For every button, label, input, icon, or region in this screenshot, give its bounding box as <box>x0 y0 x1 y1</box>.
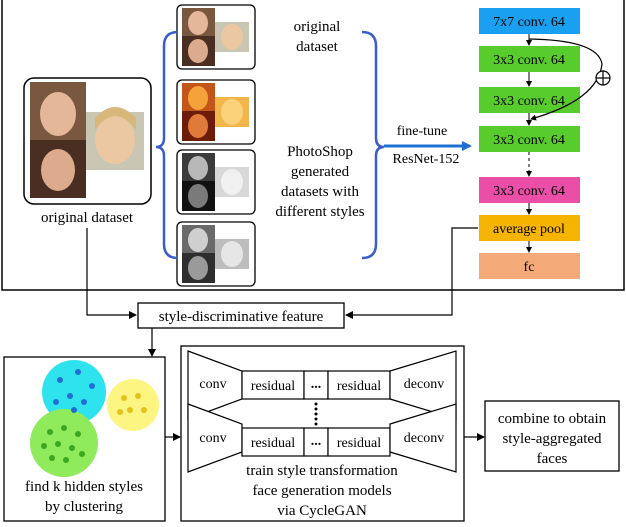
cluster-yellow-points <box>117 393 147 415</box>
conv-label-top: conv <box>199 377 226 392</box>
combine-line3: faces <box>537 451 568 467</box>
gan-row-bottom: conv residual ... residual deconv <box>187 403 457 473</box>
layer-conv7x7-label: 7x7 conv. 64 <box>493 15 565 30</box>
dots-bottom: ... <box>311 434 322 449</box>
residual-label-top-1: residual <box>251 379 295 394</box>
thumbnail-gray-style <box>176 221 256 287</box>
layer-average-pool-label: average pool <box>493 222 565 237</box>
residual-label-top-2: residual <box>337 379 381 394</box>
dots-top: ... <box>311 377 322 392</box>
combine-line2: style-aggregated <box>502 431 602 447</box>
cluster-yellow <box>107 379 159 431</box>
gan-caption-line2: face generation models <box>252 483 391 499</box>
combine-box <box>484 400 620 472</box>
layer-conv3x3-3 <box>479 126 580 152</box>
photoshop-label-line3: datasets with <box>281 184 359 200</box>
residual-label-bottom-2: residual <box>337 436 381 451</box>
decoder-shape-2 <box>389 403 457 473</box>
resnet-stack: 7x7 conv. 64 3x3 conv. 64 3x3 conv. 64 3… <box>479 8 611 279</box>
gan-caption-line3: via CycleGAN <box>277 503 367 519</box>
layer-conv3x3-3-label: 3x3 conv. 64 <box>493 133 565 148</box>
deconv-label-bottom: deconv <box>404 431 444 446</box>
cluster-cyan <box>42 360 106 424</box>
layer-conv3x3-1 <box>479 46 580 72</box>
feature-box <box>137 302 345 329</box>
thumbnail-original <box>176 4 256 70</box>
resnet-label: ResNet-152 <box>393 152 460 167</box>
residual-gap-top <box>303 370 329 400</box>
skip-connection <box>528 38 603 121</box>
conv-label-bottom: conv <box>199 431 226 446</box>
original-dataset-group: original dataset <box>23 77 152 226</box>
layer-average-pool <box>479 215 580 241</box>
layer-fc-label: fc <box>524 260 535 275</box>
residual-block-bottom-1 <box>241 427 305 457</box>
cluster-green-points <box>41 425 85 463</box>
fine-tune-label: fine-tune <box>397 124 448 139</box>
layer-conv3x3-1-label: 3x3 conv. 64 <box>493 53 565 68</box>
deconv-label-top: deconv <box>404 377 444 392</box>
clustering-box: find k hidden styles by clustering <box>3 356 166 522</box>
thumbnail-mono-style <box>176 149 256 215</box>
layer-conv3x3-last <box>479 177 580 203</box>
top-section-frame <box>1 0 625 291</box>
residual-block-top-1 <box>241 370 305 400</box>
photoshop-label-line2: generated <box>291 164 350 180</box>
cluster-caption-line2: by clustering <box>45 499 123 515</box>
layer-conv7x7 <box>479 8 580 34</box>
gan-caption-line1: train style transformation <box>246 463 398 479</box>
original-dataset-caption: original dataset <box>41 210 134 226</box>
residual-gap-bottom <box>303 427 329 457</box>
combine-line1: combine to obtain <box>498 411 607 427</box>
cluster-green <box>30 409 98 477</box>
styled-datasets <box>176 4 256 287</box>
cluster-caption-line1: find k hidden styles <box>25 479 143 495</box>
pool-to-feature-arrow <box>345 227 478 319</box>
layer-conv3x3-2-label: 3x3 conv. 64 <box>493 94 565 109</box>
residual-block-bottom-2 <box>327 427 391 457</box>
photoshop-label-line1: PhotoShop <box>287 144 353 160</box>
layer-conv3x3-2 <box>479 87 580 113</box>
residual-block-top-2 <box>327 370 391 400</box>
original-dataset-label-line1: original <box>294 19 341 35</box>
layer-fc <box>479 253 580 279</box>
feature-label: style-discriminative feature <box>159 309 324 325</box>
original-dataset-label-line2: dataset <box>296 39 338 55</box>
cyclegan-box: conv residual ... residual deconv conv r… <box>180 345 465 522</box>
right-bracket <box>361 30 385 260</box>
gan-row-top: conv residual ... residual deconv <box>187 350 457 420</box>
residual-label-bottom-1: residual <box>251 436 295 451</box>
thumbnail-warm-style <box>176 79 256 145</box>
photoshop-label-line4: different styles <box>275 204 364 220</box>
layer-conv3x3-last-label: 3x3 conv. 64 <box>493 184 565 199</box>
dataset-to-feature-arrow <box>86 228 137 319</box>
cluster-cyan-points <box>53 369 95 413</box>
left-bracket <box>155 30 179 260</box>
vertical-dots <box>314 402 318 426</box>
